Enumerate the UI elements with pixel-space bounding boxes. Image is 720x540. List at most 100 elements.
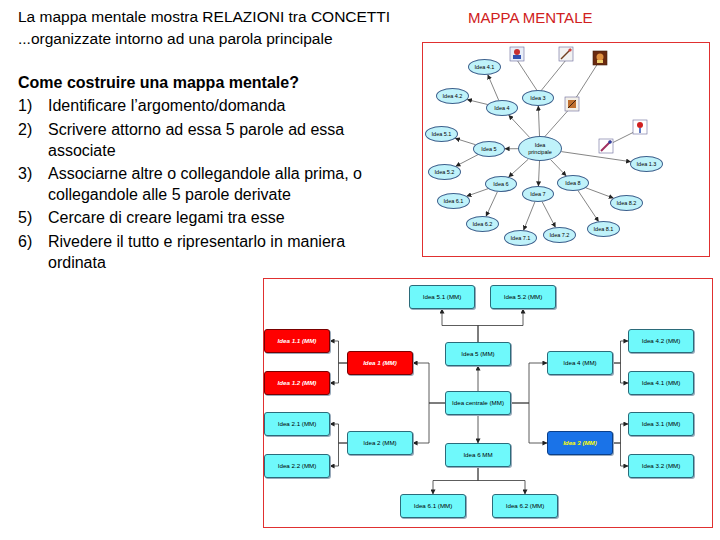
idea-box: Idea 3.1 (MM) <box>628 412 694 436</box>
idea-box: Idea 2 (MM) <box>347 431 413 455</box>
connector <box>511 363 547 403</box>
connector <box>486 192 497 216</box>
connector <box>478 366 479 391</box>
node-label: Idea 4.1 <box>475 64 495 71</box>
node-label: Idea 8.2 <box>617 200 637 207</box>
node-label: Idea 5.1 <box>432 131 452 138</box>
node-label: Idea 4.2 (MM) <box>642 337 681 345</box>
idea-box: Idea 5.2 (MM) <box>490 285 556 309</box>
list-number: 1) <box>18 95 44 116</box>
node-label: Idea 5 (MM) <box>461 350 494 358</box>
node-label: Idea 4 <box>494 105 509 112</box>
node-label: Idea 2.2 (MM) <box>278 462 317 470</box>
idea-box: Idea 2.1 (MM) <box>264 412 330 436</box>
connector <box>524 202 535 230</box>
connector <box>478 415 479 443</box>
node-label: Idea 5.2 <box>435 169 455 176</box>
connector <box>551 160 567 176</box>
text-line: Scrivere attorno ad essa 5 parole ad ess… <box>48 119 400 161</box>
idea-box: Idea 6 MM <box>445 443 511 467</box>
connector <box>538 106 539 136</box>
idea-box: Idea 1 (MM) <box>347 351 413 375</box>
node-label: Idea 8 <box>565 180 580 187</box>
node-label: Idea 3.2 (MM) <box>642 462 681 470</box>
connector <box>467 100 487 105</box>
connector <box>613 424 628 443</box>
connector <box>488 75 499 100</box>
node-label: Idea 1.2 (MM) <box>278 379 317 387</box>
connector <box>433 467 478 494</box>
idea-ellipse: Idea 1.3 <box>630 156 663 172</box>
idea-ellipse: Idea 7 <box>522 186 554 202</box>
connector <box>413 403 445 443</box>
connector <box>413 363 445 403</box>
node-label: Idea 6 MM <box>463 451 492 459</box>
node-label: Idea 1.1 (MM) <box>278 337 317 345</box>
node-label: Idea 8.1 <box>594 226 614 233</box>
node-label: Idea 5 <box>481 146 496 153</box>
node-label: Idea 3 <box>530 95 545 102</box>
idea-ellipse: Idea 6.2 <box>466 216 499 232</box>
node-label: Idea 6 <box>493 181 508 188</box>
connector <box>478 309 523 342</box>
connector <box>330 443 347 466</box>
connector <box>478 467 525 494</box>
node-label: Idea 4.1 (MM) <box>642 379 681 387</box>
idea-ellipse: Idea 5 <box>473 141 505 157</box>
node-label: Idea 6.1 (MM) <box>414 502 453 510</box>
connector <box>538 161 539 186</box>
idea-ellipse: Idea 6 <box>485 176 517 192</box>
text-line: Rivedere il tutto e ripresentarlo in man… <box>48 231 400 273</box>
node-label: Idea 2.1 (MM) <box>278 420 317 428</box>
text-line: Identificare l’argomento/domanda <box>48 95 400 116</box>
node-label: Idea 7 <box>530 191 545 198</box>
node-label: Idea 5.1 (MM) <box>423 293 462 301</box>
text-line: Come costruire una mappa mentale? <box>18 72 398 93</box>
idea-ellipse: Idea 5.2 <box>428 164 461 180</box>
list-number: 6) <box>18 231 44 252</box>
node-label: Idea 4 (MM) <box>563 359 596 367</box>
node-label: Idea centrale (MM) <box>452 399 504 407</box>
node-label: Idea 3.1 (MM) <box>642 420 681 428</box>
list-number: 2) <box>18 119 44 140</box>
text-line: ...organizzate intorno ad una parola pri… <box>18 28 418 49</box>
connector <box>455 138 475 144</box>
idea-box: Idea 2.2 (MM) <box>264 454 330 478</box>
connector <box>613 443 628 466</box>
idea-box: Idea 4.2 (MM) <box>628 329 694 353</box>
idea-box: Idea 5 (MM) <box>445 342 511 366</box>
text-line: La mappa mentale mostra RELAZIONI tra CO… <box>18 6 418 27</box>
connector <box>561 152 630 162</box>
idea-box: Idea 1.2 (MM) <box>264 371 330 395</box>
node-label: Idea 6.1 <box>444 198 464 205</box>
idea-ellipse: Idea 8.1 <box>587 221 620 237</box>
node-label: Idea 7.2 <box>550 232 570 239</box>
connector <box>509 115 530 137</box>
connector <box>613 363 628 383</box>
idea-box: Idea 4.1 (MM) <box>628 371 694 395</box>
node-label: Idea 3 (MM) <box>563 439 597 447</box>
idea-ellipse: Idea 7.1 <box>504 230 537 246</box>
idea-ellipse: Idea principale <box>518 136 562 161</box>
node-label: Idea 2 (MM) <box>363 439 396 447</box>
list-number: 3) <box>18 163 44 184</box>
connector <box>456 155 478 167</box>
idea-ellipse: Idea 4 <box>486 100 518 116</box>
text-line: Cercare di creare legami tra esse <box>48 207 400 228</box>
idea-box: Idea 6.1 (MM) <box>400 494 466 518</box>
connector <box>330 424 347 443</box>
idea-ellipse: Idea 6.1 <box>437 193 470 209</box>
idea-ellipse: Idea 7.2 <box>543 227 576 243</box>
idea-box: Idea 3 (MM) <box>547 431 613 455</box>
idea-ellipse: Idea 3 <box>522 90 554 106</box>
idea-box: Idea 6.2 (MM) <box>492 494 558 518</box>
connector <box>442 309 478 342</box>
panel-title: MAPPA MENTALE <box>468 7 608 28</box>
idea-ellipse: Idea 5.1 <box>425 126 458 142</box>
connector <box>586 188 614 198</box>
idea-box: Idea 4 (MM) <box>547 351 613 375</box>
node-label: Idea 6.2 (MM) <box>506 502 545 510</box>
idea-box: Idea centrale (MM) <box>445 391 511 415</box>
list-number: 5) <box>18 207 44 228</box>
connector <box>467 189 488 197</box>
